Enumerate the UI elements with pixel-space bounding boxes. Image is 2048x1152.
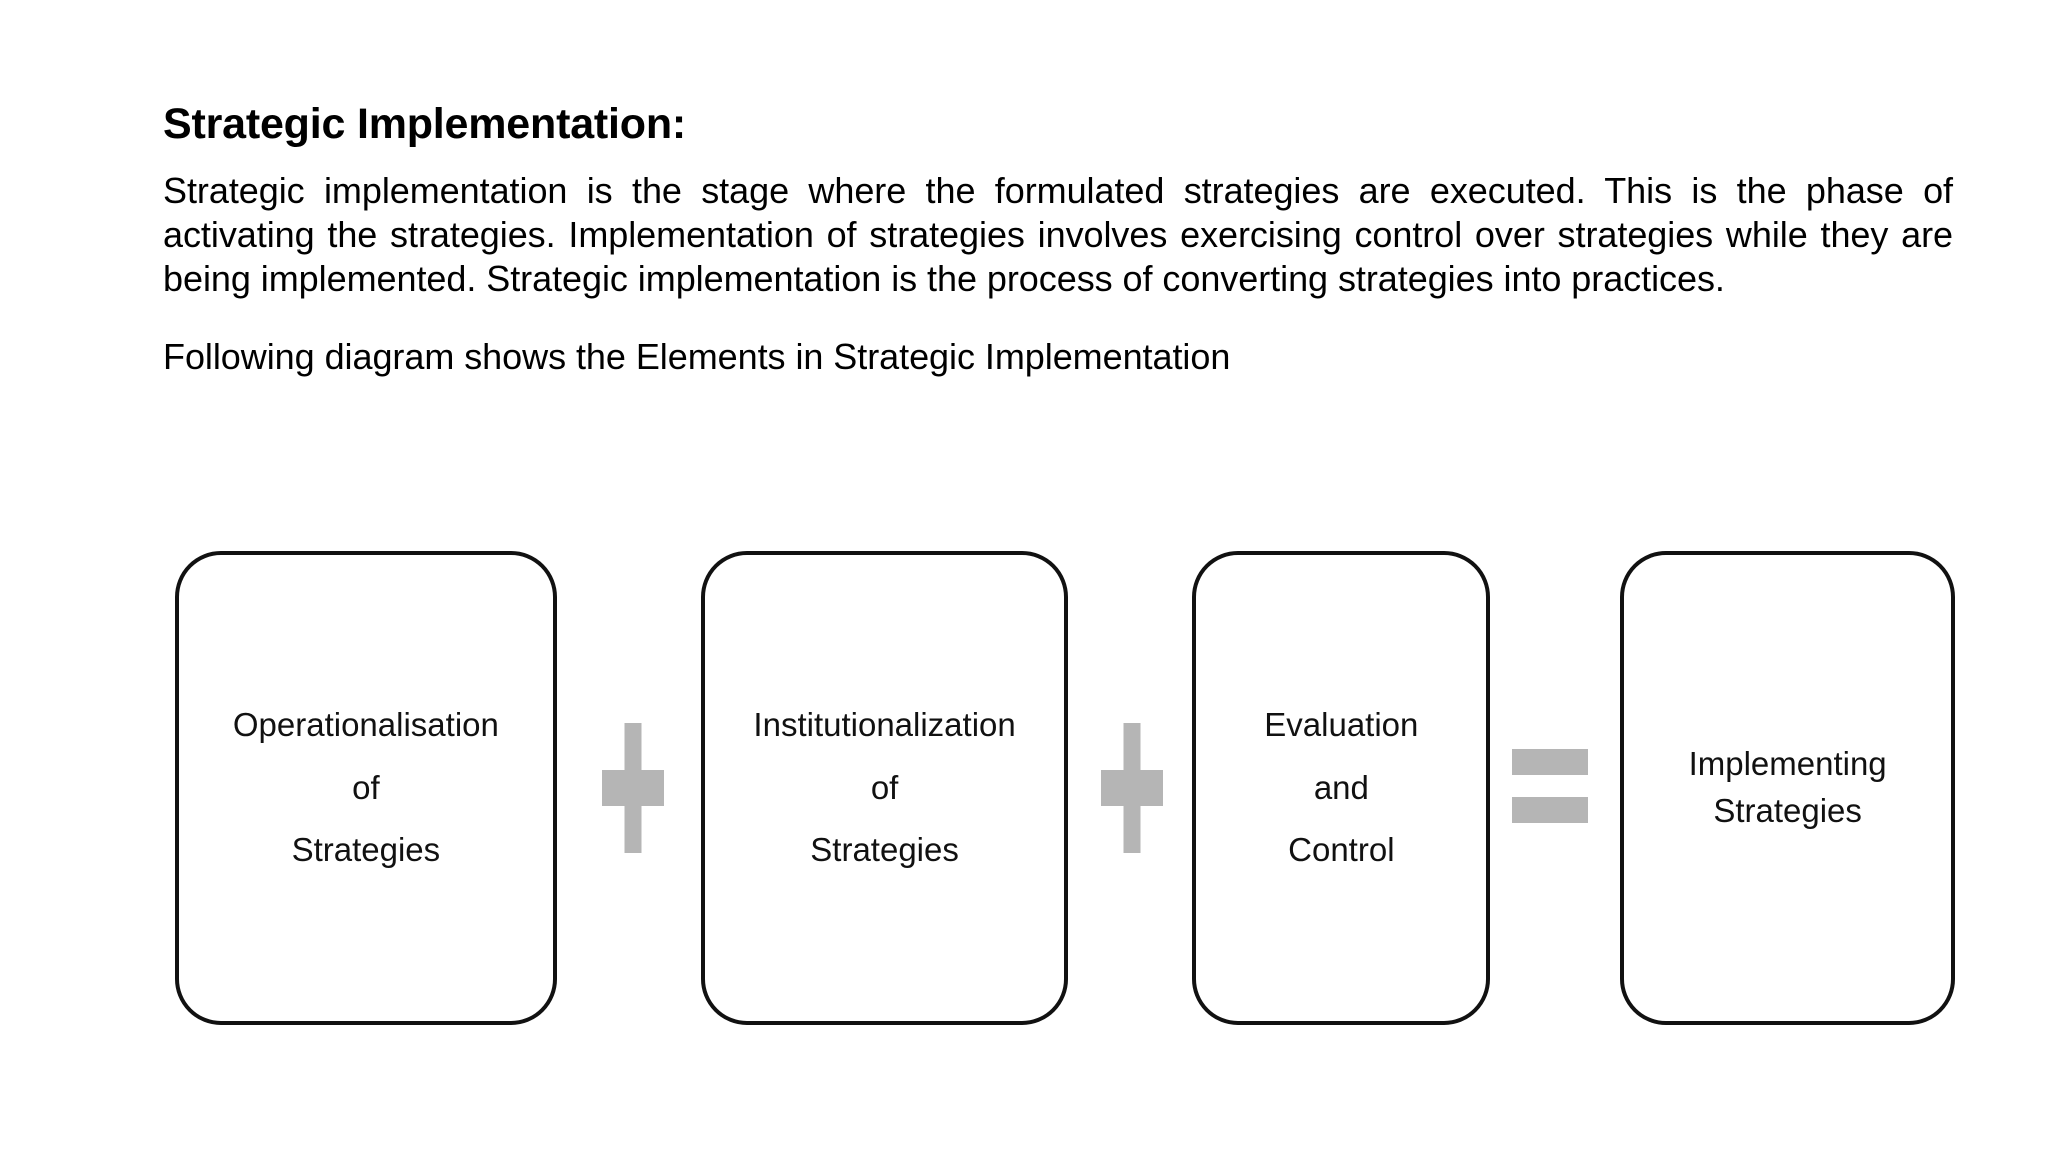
plus-operator-1	[599, 723, 667, 853]
text-content-area: Strategic Implementation: Strategic impl…	[163, 100, 1963, 378]
body-paragraph: Strategic implementation is the stage wh…	[163, 170, 1953, 299]
plus-icon	[1098, 723, 1166, 853]
equals-icon-top-bar	[1512, 749, 1589, 775]
node-line: and	[1313, 768, 1369, 806]
plus-icon-horizontal-bar	[1101, 770, 1164, 806]
diagram-lead-in-text: Following diagram shows the Elements in …	[163, 336, 1231, 378]
node-line: Evaluation	[1264, 706, 1419, 744]
node-line: Control	[1288, 831, 1395, 869]
elements-in-strategic-implementation-diagram: Operationalisation of Strategies Institu…	[175, 548, 1955, 1028]
page-title: Strategic Implementation:	[163, 100, 687, 148]
equals-icon-bottom-bar	[1512, 797, 1589, 823]
plus-icon	[599, 723, 667, 853]
node-line: Implementing	[1688, 745, 1887, 783]
diagram-node-institutionalization[interactable]: Institutionalization of Strategies	[700, 551, 1069, 1025]
node-line: Institutionalization	[753, 706, 1016, 744]
node-line: Strategies	[291, 831, 441, 869]
node-line: of	[870, 768, 899, 806]
plus-icon-horizontal-bar	[601, 770, 664, 806]
node-line: of	[352, 768, 380, 806]
plus-operator-2	[1098, 723, 1166, 853]
equals-icon	[1512, 745, 1589, 831]
node-line: Strategies	[1713, 792, 1862, 829]
node-line: Strategies	[810, 831, 959, 869]
diagram-node-implementing-strategies[interactable]: Implementing Strategies	[1620, 551, 1955, 1025]
node-line: Operationalisation	[232, 706, 499, 744]
equals-operator	[1512, 745, 1589, 831]
diagram-node-evaluation-and-control[interactable]: Evaluation and Control	[1192, 551, 1491, 1025]
diagram-node-operationalisation[interactable]: Operationalisation of Strategies	[175, 551, 557, 1025]
